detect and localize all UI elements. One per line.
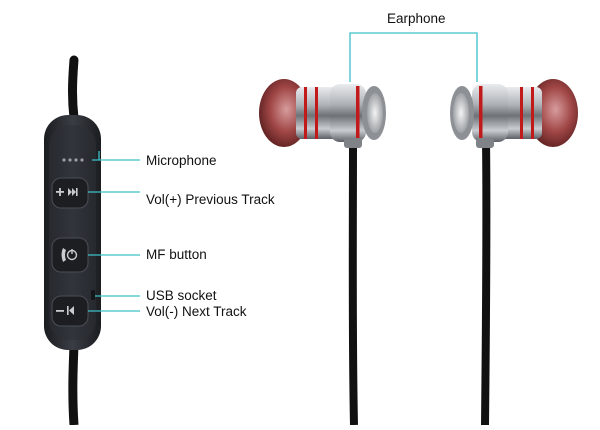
remote-cable	[68, 55, 79, 426]
vol-plus-label: Vol(+) Previous Track	[146, 192, 275, 207]
vol-minus-label: Vol(-) Next Track	[146, 304, 247, 319]
usb-socket-slot	[91, 290, 95, 300]
right-earphone	[450, 79, 578, 148]
usb-socket-label: USB socket	[146, 288, 217, 303]
remote-control	[44, 115, 101, 350]
phone-icon	[61, 248, 78, 262]
earphone-label: Earphone	[387, 11, 446, 26]
leader-lines	[88, 32, 478, 312]
minus-previous-icon	[56, 306, 74, 315]
microphone-label: Microphone	[146, 153, 217, 168]
plus-play-icon	[56, 188, 78, 196]
left-earphone	[259, 79, 386, 148]
mf-button-label: MF button	[146, 247, 207, 262]
earphone-cables	[348, 139, 491, 426]
microphone-holes-icon	[62, 158, 84, 162]
